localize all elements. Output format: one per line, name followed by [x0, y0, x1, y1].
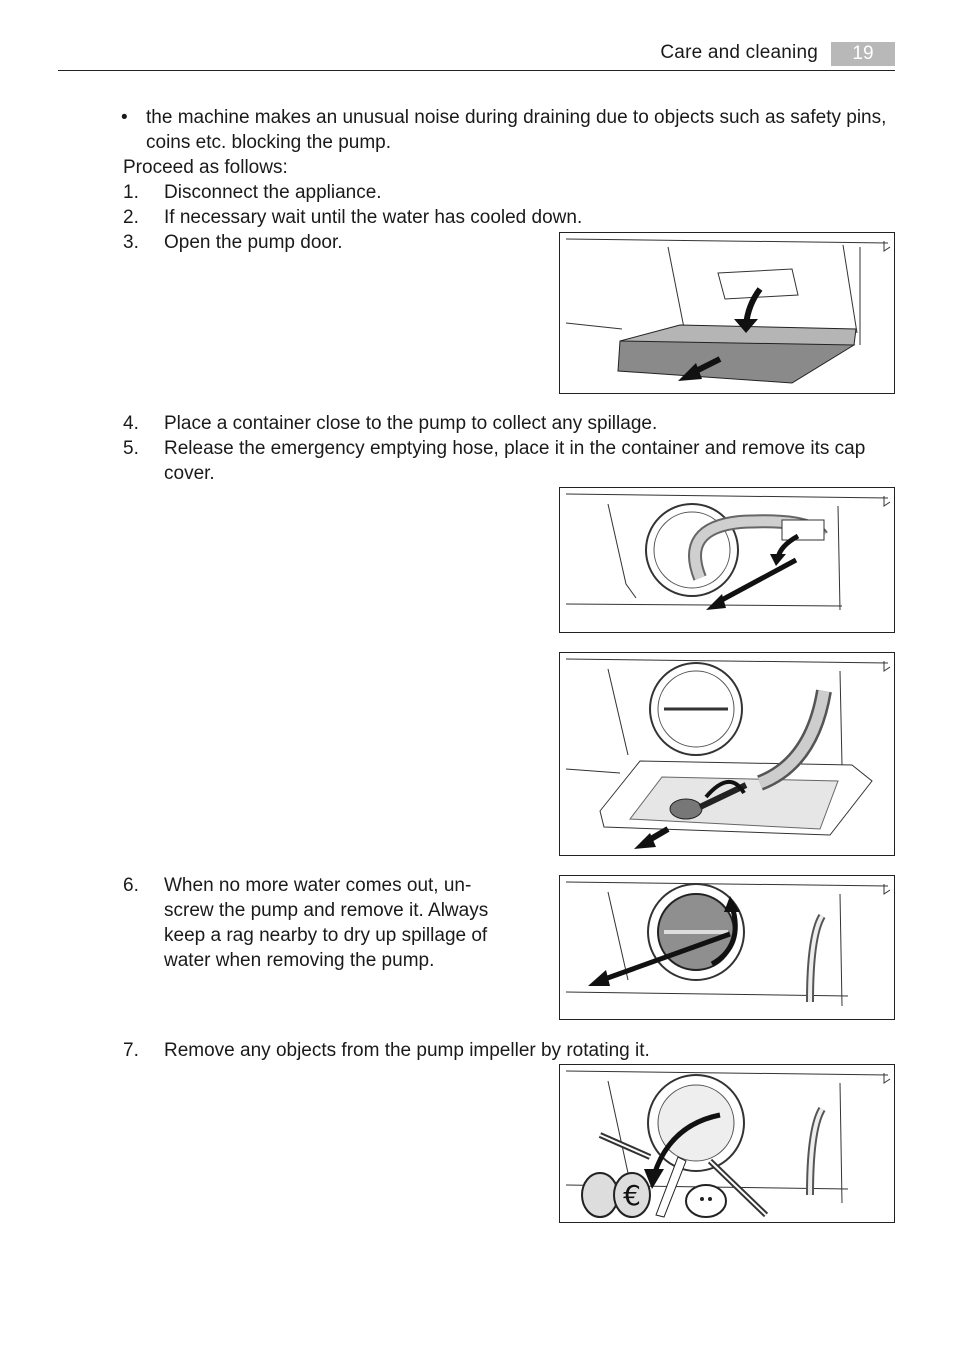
step-text: Disconnect the appliance. [164, 182, 382, 203]
step-text: When no more water comes out, un- [164, 875, 472, 896]
euro-coin-icon: € [623, 1179, 641, 1212]
figure-remove-objects-from-impeller: € [559, 1064, 895, 1223]
bullet-text-line-1: the machine makes an unusual noise durin… [146, 107, 887, 128]
figure-unscrew-pump [559, 875, 895, 1020]
step-text: Release the emergency emptying hose, pla… [164, 438, 866, 459]
bullet-marker: • [121, 107, 128, 128]
header-divider [58, 70, 895, 71]
step-text: Open the pump door. [164, 232, 343, 253]
step-number: 1. [123, 182, 139, 203]
figure-release-emptying-hose [559, 487, 895, 633]
bullet-text-line-2: coins etc. blocking the pump. [146, 132, 392, 153]
step-number: 7. [123, 1040, 139, 1061]
section-title: Care and cleaning [660, 42, 818, 63]
step-text: If necessary wait until the water has co… [164, 207, 583, 228]
step-number: 2. [123, 207, 139, 228]
step-text: cover. [164, 463, 215, 484]
step-text: keep a rag nearby to dry up spillage of [164, 925, 488, 946]
step-number: 6. [123, 875, 139, 896]
intro-text: Proceed as follows: [123, 157, 288, 178]
figure-drain-into-container [559, 652, 895, 856]
step-text: Place a container close to the pump to c… [164, 413, 658, 434]
step-number: 3. [123, 232, 139, 253]
step-text: Remove any objects from the pump impelle… [164, 1040, 650, 1061]
step-text: screw the pump and remove it. Always [164, 900, 489, 921]
step-text: water when removing the pump. [164, 950, 435, 971]
figure-open-pump-door [559, 232, 895, 394]
step-number: 5. [123, 438, 139, 459]
page-number: 19 [831, 42, 895, 66]
step-number: 4. [123, 413, 139, 434]
